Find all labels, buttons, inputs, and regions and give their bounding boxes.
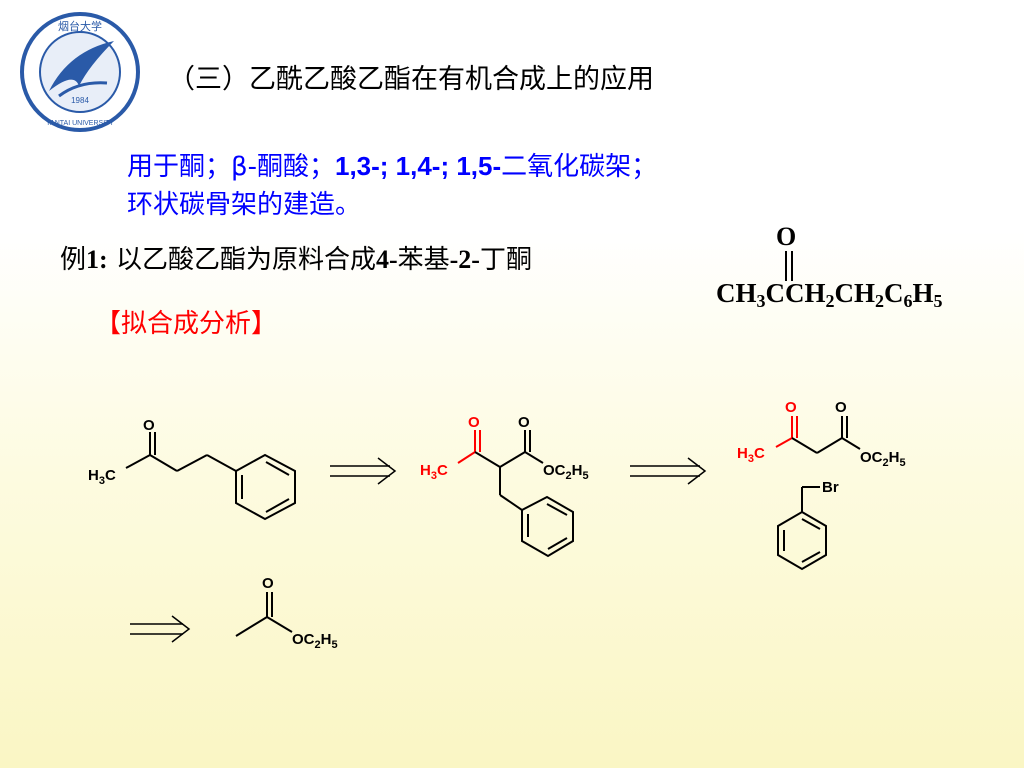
retro-arrow-3 xyxy=(130,615,191,643)
reagent-methyl: H3C xyxy=(737,445,765,465)
intermediate-molecule xyxy=(457,430,574,558)
university-logo: 1984 烟台大学 YANTAI UNIVERSITY xyxy=(20,12,140,132)
formula-oxygen: O xyxy=(776,222,797,251)
starting-ethyl-acetate xyxy=(235,592,293,637)
intermediate-ester-oxygen: O xyxy=(518,414,530,431)
intro-line-2: 环状碳骨架的建造。 xyxy=(127,190,362,220)
target-molecule xyxy=(125,432,296,521)
formula-double-bond xyxy=(785,251,793,281)
example-statement: 例1: 以乙酸乙酯为原料合成4-苯基-2-丁酮 xyxy=(60,245,532,275)
retro-arrow-1 xyxy=(330,457,397,485)
target-methyl: H3C xyxy=(88,467,116,487)
retro-arrow-2 xyxy=(630,457,707,485)
start-ethoxy: OC2H5 xyxy=(292,631,338,651)
reagent-ester-oxygen: O xyxy=(835,399,847,416)
intermediate-methyl: H3C xyxy=(420,462,448,482)
condensed-formula: CH3CCH2CH2C6H5 xyxy=(716,278,943,311)
logo-year: 1984 xyxy=(71,96,89,105)
intro-text: 用于酮；β-酮酸；1,3-; 1,4-; 1,5-二氧化碳架； 环状碳骨架的建造… xyxy=(127,147,657,224)
logo-english-name: YANTAI UNIVERSITY xyxy=(46,120,115,127)
reagent-ethoxy: OC2H5 xyxy=(860,449,906,469)
bromine-label: Br xyxy=(822,479,839,496)
analysis-label: 【拟合成分析】 xyxy=(95,309,278,339)
reagent-ketone-oxygen: O xyxy=(785,399,797,416)
intermediate-ketone-oxygen: O xyxy=(468,414,480,431)
slide-title: （三）乙酰乙酸乙酯在有机合成上的应用 xyxy=(168,64,654,95)
intermediate-ethoxy: OC2H5 xyxy=(543,462,589,482)
logo-chinese-name: 烟台大学 xyxy=(58,19,102,33)
reagent-benzyl-bromide xyxy=(777,486,827,571)
start-oxygen: O xyxy=(262,575,274,592)
target-oxygen: O xyxy=(143,417,155,434)
reagent-acetoacetate xyxy=(775,416,861,454)
intro-line-1: 用于酮；β-酮酸；1,3-; 1,4-; 1,5-二氧化碳架； xyxy=(127,151,658,182)
